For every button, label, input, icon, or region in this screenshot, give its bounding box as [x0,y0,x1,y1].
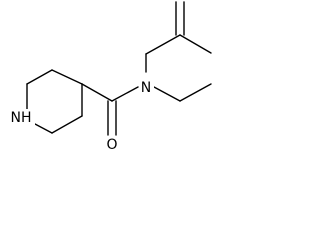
bond-ring-c3-c4 [51,69,83,85]
carboxamide-group [81,83,139,136]
bond-c4-carbonyl [81,83,113,102]
bond-allyl-c-methyl [179,34,212,54]
methylallyl-group [145,1,212,73]
ring-nitrogen-label: NH [11,110,32,126]
amide-nitrogen-label: N [141,80,151,96]
bond-ring-c5-c6 [51,115,83,134]
bond-ring-c2-c3 [26,69,53,85]
atom-labels: N O NH [7,79,154,153]
ethyl-group [153,83,212,102]
bond-carbonyl-amide-n [111,86,139,102]
bond-allyl-ch2-c [145,34,181,55]
bond-ring-c6-n1 [34,123,53,134]
piperidine-ring [26,69,83,134]
carbonyl-oxygen-label: O [106,137,117,153]
bond-ethyl-ch2-ch3 [179,83,212,102]
molecule-structure: N O NH [7,1,212,153]
bond-n-ethyl-ch2 [153,86,181,102]
